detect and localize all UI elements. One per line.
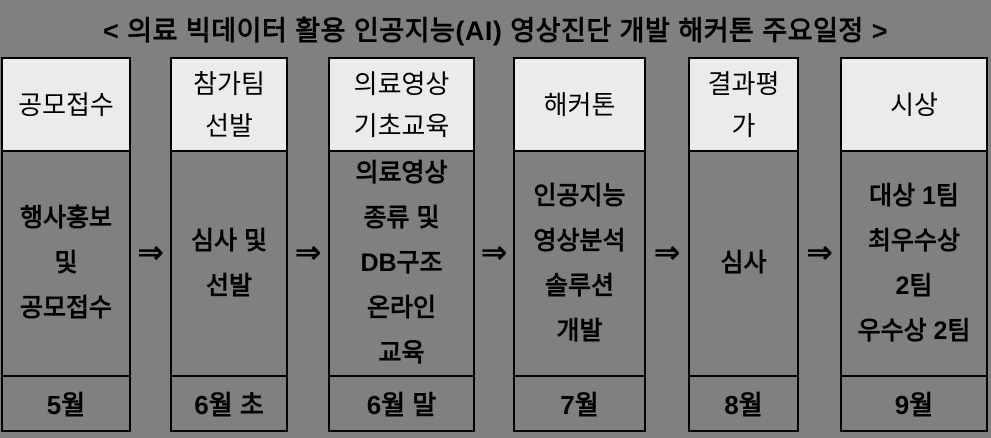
stage-column-application: 공모접수 행사홍보 및 공모접수 5월 xyxy=(1,57,131,432)
stage-date: 6월 초 xyxy=(172,375,286,430)
arrow-right-glyph: ⇒ xyxy=(294,233,322,270)
stage-body: 행사홍보 및 공모접수 xyxy=(19,204,112,322)
arrow-right-icon: ⇒ xyxy=(475,57,513,432)
arrow-right-glyph: ⇒ xyxy=(653,233,681,270)
arrow-right-glyph: ⇒ xyxy=(480,233,508,270)
stage-body: 심사 xyxy=(720,249,767,277)
stage-header: 시상 xyxy=(842,59,986,152)
stage-header: 결과평 가 xyxy=(690,59,797,152)
stage-header: 해커톤 xyxy=(515,59,644,152)
stage-body: 인공지능 영상분석 솔루션 개발 xyxy=(533,181,626,345)
stage-column-hackathon: 해커톤 인공지능 영상분석 솔루션 개발 7월 xyxy=(513,57,646,432)
stage-date: 5월 xyxy=(3,375,129,430)
arrow-right-icon: ⇒ xyxy=(646,57,688,432)
arrow-right-glyph: ⇒ xyxy=(137,233,164,270)
stage-body: 심사 및 선발 xyxy=(191,226,267,300)
stage-date: 6월 말 xyxy=(330,375,473,430)
stage-date: 9월 xyxy=(842,375,986,430)
arrow-right-glyph: ⇒ xyxy=(806,233,833,270)
stage-column-basic-education: 의료영상 기초교육 의료영상 종류 및 DB구조 온라인 교육 6월 말 xyxy=(328,57,475,432)
stage-header: 참가팀 선발 xyxy=(172,59,286,152)
stage-column-result-evaluation: 결과평 가 심사 8월 xyxy=(688,57,799,432)
stage-column-awards: 시상 대상 1팀 최우수상 2팀 우수상 2팀 9월 xyxy=(840,57,988,432)
arrow-right-icon: ⇒ xyxy=(131,57,170,432)
arrow-right-icon: ⇒ xyxy=(799,57,840,432)
stage-column-team-selection: 참가팀 선발 심사 및 선발 6월 초 xyxy=(170,57,288,432)
stage-date: 8월 xyxy=(690,375,797,430)
arrow-right-icon: ⇒ xyxy=(288,57,328,432)
stage-body: 의료영상 종류 및 DB구조 온라인 교육 xyxy=(355,159,448,367)
stage-header: 의료영상 기초교육 xyxy=(330,59,473,152)
stage-body: 대상 1팀 최우수상 2팀 우수상 2팀 xyxy=(857,181,971,345)
stage-date: 7월 xyxy=(515,375,644,430)
stage-header: 공모접수 xyxy=(3,59,129,152)
diagram-title: < 의료 빅데이터 활용 인공지능(AI) 영상진단 개발 해커톤 주요일정 > xyxy=(102,16,889,46)
